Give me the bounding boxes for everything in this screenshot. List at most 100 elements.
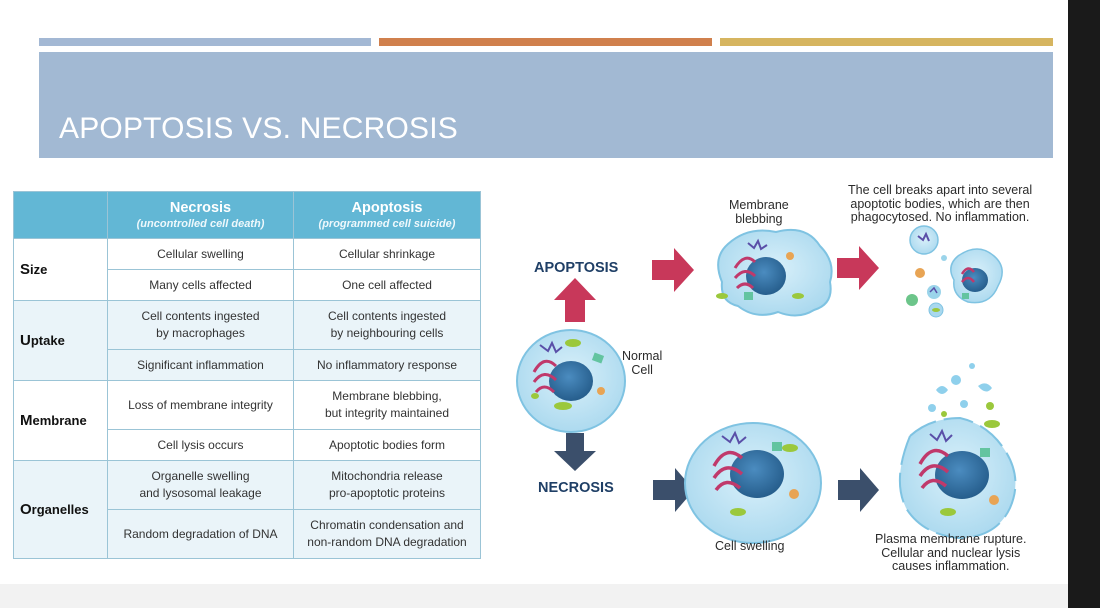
- apoptosis-cell: No inflammatory response: [293, 349, 481, 381]
- swollen-cell-icon: [684, 422, 822, 544]
- cell-line: and lysosomal leakage: [139, 486, 262, 500]
- cell-line: by neighbouring cells: [330, 326, 444, 340]
- accent-bar-gold: [720, 38, 1053, 46]
- apoptosis-cell: Chromatin condensation and non-random DNA…: [293, 509, 481, 559]
- cell-line: non-random DNA degradation: [307, 535, 467, 549]
- ruptured-cell-icon: [898, 363, 1017, 540]
- row-category: Membrane: [13, 380, 108, 461]
- category-rest: ptake: [30, 333, 65, 348]
- table-row: Random degradation of DNA Chromatin conde…: [14, 509, 481, 559]
- header-subtitle: (programmed cell suicide): [318, 217, 456, 230]
- row-category: Organelles: [13, 460, 108, 559]
- apoptosis-label: APOPTOSIS: [534, 260, 619, 276]
- necrosis-cell: Loss of membrane integrity: [107, 380, 294, 430]
- blebbing-cell-icon: [716, 228, 833, 317]
- membrane-blebbing-label: Membrane blebbing: [729, 198, 789, 226]
- normal-cell-icon: [516, 329, 626, 433]
- necrosis-cell: Significant inflammation: [107, 349, 294, 381]
- arrow-right-icon: [653, 468, 694, 512]
- caption-line: The cell breaks apart into several: [848, 183, 1033, 197]
- table-header-row: Necrosis (uncontrolled cell death) Apopt…: [13, 191, 481, 239]
- table-header-empty: [13, 191, 108, 239]
- label-line: Membrane: [729, 198, 789, 212]
- cell-line: Cellular swelling: [157, 246, 244, 261]
- cell-line: Cellular shrinkage: [338, 246, 436, 261]
- table-row: Size Cellular swelling Cellular shrinkage: [13, 238, 481, 301]
- table-row: Many cells affected One cell affected: [14, 269, 481, 301]
- cell-line: Mitochondria release: [331, 469, 443, 483]
- cell-line: One cell affected: [342, 277, 432, 292]
- caption-line: apoptotic bodies, which are then: [850, 196, 1030, 211]
- table-header-apoptosis: Apoptosis (programmed cell suicide): [293, 191, 481, 239]
- table-row: Organelles Organelle swelling and lysosoma…: [13, 460, 481, 559]
- apoptosis-cell: Mitochondria release pro-apoptotic protei…: [293, 460, 481, 510]
- rupture-caption: Plasma membrane rupture. Cellular and nu…: [875, 532, 1027, 574]
- row-category: Size: [13, 238, 108, 301]
- category-initial: O: [20, 501, 32, 518]
- necrosis-cell: Organelle swelling and lysosomal leakage: [107, 460, 294, 510]
- category-rest: rganelles: [31, 502, 89, 517]
- cell-line: Cell contents ingested: [327, 309, 447, 323]
- caption-line: phagocytosed. No inflammation.: [850, 210, 1030, 224]
- label-line: Cell: [631, 363, 653, 377]
- slide-title: APOPTOSIS VS. NECROSIS: [59, 112, 458, 145]
- accent-bar-blue: [39, 38, 371, 46]
- category-rest: embrane: [32, 413, 87, 428]
- header-title: Apoptosis: [351, 199, 423, 216]
- cell-line: pro-apoptotic proteins: [328, 486, 446, 500]
- caption-line: causes inflammation.: [892, 559, 1010, 573]
- label-line: Normal: [622, 349, 663, 363]
- apoptosis-cell: Membrane blebbing, but integrity maintain…: [293, 380, 481, 430]
- apoptosis-cell: Apoptotic bodies form: [293, 429, 481, 461]
- cell-line: Random degradation of DNA: [123, 526, 278, 541]
- necrosis-cell: Many cells affected: [107, 269, 294, 301]
- apoptosis-cell: One cell affected: [293, 269, 481, 301]
- cell-line: Significant inflammation: [137, 357, 264, 372]
- category-initial: S: [20, 261, 31, 278]
- label-line: blebbing: [735, 212, 783, 226]
- cell-line: Membrane blebbing,: [332, 389, 442, 403]
- cell-line: Loss of membrane integrity: [128, 397, 273, 412]
- row-category: Uptake: [13, 300, 108, 381]
- caption-line: Cellular and nuclear lysis: [881, 545, 1021, 560]
- apoptosis-cell: Cell contents ingested by neighbouring ce…: [293, 300, 481, 350]
- screen-right-edge: [1068, 0, 1100, 608]
- necrosis-cell: Random degradation of DNA: [107, 509, 294, 559]
- title-banner: APOPTOSIS VS. NECROSIS: [39, 52, 1053, 158]
- cell-line: No inflammatory response: [316, 357, 458, 372]
- cell-line: but integrity maintained: [324, 406, 450, 420]
- cell-line: Many cells affected: [149, 277, 252, 292]
- table-header-necrosis: Necrosis (uncontrolled cell death): [107, 191, 294, 239]
- table-row: Cell lysis occurs Apoptotic bodies form: [14, 429, 481, 461]
- arrow-up-icon: [554, 278, 596, 322]
- arrow-right-icon: [837, 246, 879, 290]
- necrosis-cell: Cell lysis occurs: [107, 429, 294, 461]
- category-rest: ize: [30, 262, 48, 277]
- header-subtitle: (uncontrolled cell death): [136, 217, 265, 230]
- category-initial: M: [20, 412, 33, 429]
- apoptotic-bodies-caption: The cell breaks apart into several apopt…: [848, 183, 1033, 225]
- cell-line: by macrophages: [156, 326, 245, 340]
- necrosis-label: NECROSIS: [538, 480, 614, 496]
- arrow-right-icon: [838, 468, 879, 512]
- cell-swelling-label: Cell swelling: [715, 539, 785, 553]
- normal-cell-label: Normal Cell: [622, 349, 662, 377]
- cell-line: Cell lysis occurs: [157, 437, 244, 452]
- arrow-down-icon: [554, 433, 596, 471]
- arrow-right-icon: [652, 248, 694, 292]
- cell-line: Chromatin condensation and: [310, 518, 464, 532]
- header-title: Necrosis: [169, 199, 232, 216]
- apoptosis-cell: Cellular shrinkage: [293, 238, 481, 270]
- cell-line: Apoptotic bodies form: [328, 437, 446, 452]
- necrosis-cell: Cellular swelling: [107, 238, 294, 270]
- accent-bar-orange: [379, 38, 712, 46]
- cell-line: Organelle swelling: [151, 469, 250, 483]
- caption-line: Plasma membrane rupture.: [875, 532, 1027, 546]
- comparison-table: Necrosis (uncontrolled cell death) Apopt…: [13, 191, 481, 559]
- category-initial: U: [20, 332, 31, 349]
- slide-bottom-edge: [0, 584, 1068, 608]
- apoptotic-bodies-icon: [906, 225, 1003, 318]
